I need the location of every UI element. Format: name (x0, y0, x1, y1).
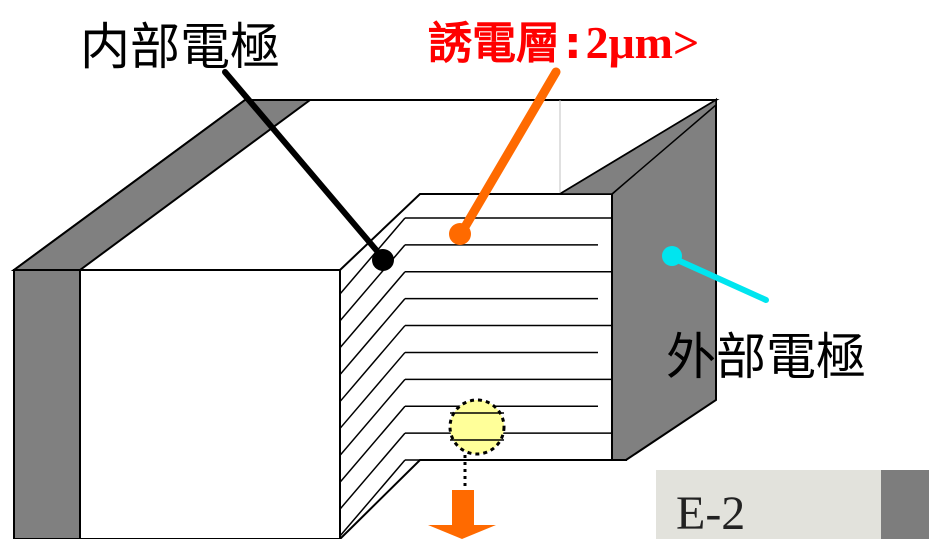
zoom-arrow-head (428, 525, 496, 539)
external-electrode-label: 外部電極 (666, 328, 866, 386)
highlight-circle (448, 398, 506, 456)
electrode-layer-edge (339, 405, 406, 483)
inset-photo-image (881, 470, 929, 539)
electrode-layer-edge (339, 271, 406, 349)
left-electrode-front (13, 269, 81, 539)
electrode-layer-edge (339, 459, 406, 537)
electrode-layer-edge (339, 351, 406, 429)
electrode-layer-edge (339, 378, 406, 456)
zoom-arrow-stem (452, 490, 474, 525)
dielectric-pointer-line (457, 67, 561, 237)
dielectric-pointer-dot (449, 223, 471, 245)
internal-electrode-pointer-dot (372, 249, 394, 271)
dielectric-layer-thickness: 2μm> (585, 17, 700, 68)
electrode-layer-edge (339, 298, 406, 376)
internal-electrode-pointer-line (222, 69, 386, 261)
electrode-layer-edge (339, 325, 406, 403)
dielectric-layer-label: 誘電層:2μm> (428, 20, 699, 66)
capacitor-front-face (79, 269, 341, 539)
dielectric-layer-separator: : (564, 18, 582, 69)
inset-photo: E-2 (656, 470, 929, 539)
right-electrode-top-bevel (557, 98, 717, 195)
external-electrode-pointer-line (670, 255, 769, 303)
electrode-layer-edge (339, 432, 406, 510)
internal-electrode-label: 内部電極 (80, 18, 280, 76)
dielectric-layer-name: 誘電層 (428, 18, 560, 69)
electrode-layer-edge (339, 244, 406, 322)
internal-electrode-layers (339, 217, 612, 537)
electrode-layer-edge (339, 217, 406, 295)
inset-photo-caption: E-2 (676, 487, 746, 539)
external-electrode-pointer-dot (662, 246, 682, 266)
